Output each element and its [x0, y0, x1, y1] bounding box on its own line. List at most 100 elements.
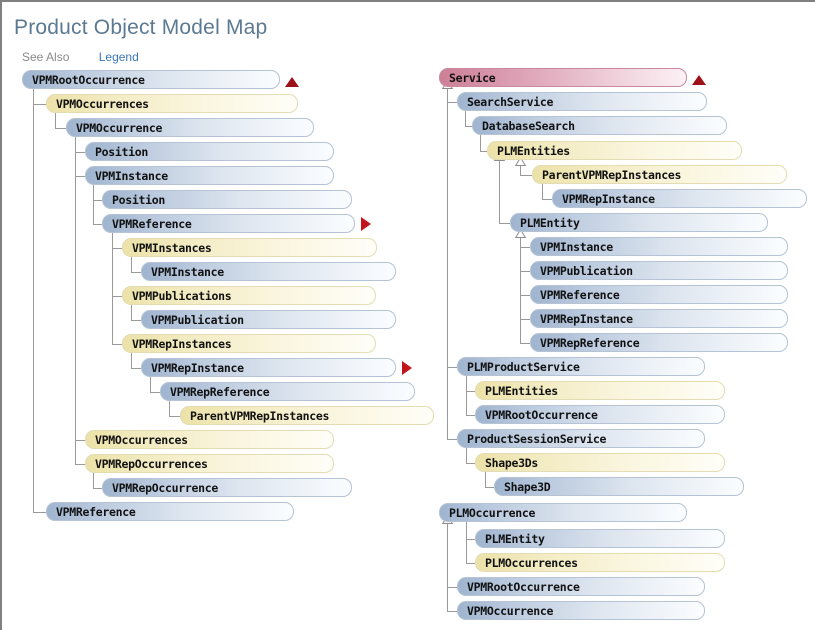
connector-line	[131, 320, 141, 321]
connector-line	[447, 611, 457, 612]
connector-line	[112, 296, 122, 297]
tree-node[interactable]: VPMPublications	[122, 286, 376, 305]
tree-node[interactable]: VPMOccurrence	[66, 118, 314, 137]
connector-line	[131, 368, 141, 369]
connector-line	[465, 126, 472, 127]
connector-line	[447, 439, 457, 440]
collapse-triangle-icon[interactable]	[692, 75, 706, 85]
connector-line	[131, 344, 132, 368]
tree-node[interactable]: VPMInstance	[530, 237, 788, 256]
tree-node[interactable]: VPMRootOccurrence	[475, 405, 725, 424]
connector-line	[150, 368, 151, 392]
connector-line	[466, 463, 475, 464]
tree-node[interactable]: VPMRepInstances	[122, 334, 376, 353]
connector-line	[169, 416, 180, 417]
tree-node[interactable]: DatabaseSearch	[472, 116, 727, 135]
tree-node[interactable]: VPMOccurrence	[457, 601, 705, 620]
legend-link[interactable]: Legend	[98, 50, 139, 64]
connector-line	[520, 247, 530, 248]
tree-node[interactable]: VPMInstance	[85, 166, 334, 185]
tree-node[interactable]: VPMInstances	[122, 238, 377, 257]
inheritance-arrow-icon	[515, 157, 526, 166]
connector-line	[131, 272, 141, 273]
tree-node[interactable]: VPMRepInstance	[141, 358, 396, 377]
connector-line	[112, 248, 122, 249]
connector-line	[485, 487, 494, 488]
expand-triangle-icon[interactable]	[361, 217, 371, 231]
tree-node[interactable]: ParentVPMRepInstances	[180, 406, 434, 425]
connector-line	[75, 152, 85, 153]
connector-line	[542, 175, 543, 199]
connector-line	[499, 152, 500, 223]
connector-line	[520, 343, 530, 344]
tree-node[interactable]: VPMPublication	[530, 261, 788, 280]
tree-node[interactable]: Shape3Ds	[475, 453, 725, 472]
tree-node[interactable]: PLMEntities	[487, 141, 742, 160]
connector-line	[466, 563, 475, 564]
tree-node[interactable]: VPMRepOccurrence	[102, 478, 352, 497]
connector-line	[447, 521, 448, 611]
connector-line	[33, 104, 46, 105]
tree-node[interactable]: VPMRepInstance	[552, 189, 807, 208]
tree-node[interactable]: VPMRepOccurrences	[85, 454, 334, 473]
connector-line	[112, 224, 113, 344]
connector-line	[447, 367, 457, 368]
tree-node[interactable]: ParentVPMRepInstances	[532, 165, 787, 184]
connector-line	[447, 86, 448, 439]
connector-line	[447, 102, 457, 103]
tree-node[interactable]: VPMReference	[102, 214, 355, 233]
tree-node[interactable]: Service	[439, 68, 687, 87]
connector-line	[150, 392, 160, 393]
tree-node[interactable]: VPMReference	[530, 285, 788, 304]
collapse-triangle-icon[interactable]	[285, 77, 299, 87]
tree-node[interactable]: VPMOccurrences	[85, 430, 334, 449]
connector-line	[131, 296, 132, 320]
tree-node[interactable]: PLMEntity	[510, 213, 768, 232]
connector-line	[93, 464, 94, 488]
connector-line	[93, 224, 102, 225]
connector-line	[520, 229, 521, 343]
connector-line	[466, 391, 475, 392]
tree-node[interactable]: VPMReference	[46, 502, 294, 521]
connector-line	[520, 271, 530, 272]
connector-line	[33, 512, 46, 513]
tree-node[interactable]: PLMOccurrence	[439, 503, 687, 522]
connector-line	[112, 344, 122, 345]
tree-node[interactable]: PLMOccurrences	[475, 553, 725, 572]
connector-line	[75, 440, 85, 441]
tree-node[interactable]: Shape3D	[494, 477, 744, 496]
tree-node[interactable]: VPMPublication	[141, 310, 396, 329]
connector-line	[542, 199, 552, 200]
tree-node[interactable]: PLMProductService	[457, 357, 705, 376]
link-bar: See Also Legend	[22, 50, 139, 64]
connector-line	[55, 104, 56, 128]
tree-node[interactable]: VPMRepInstance	[530, 309, 788, 328]
tree-node[interactable]: VPMRootOccurrence	[22, 70, 280, 89]
tree-node[interactable]: PLMEntities	[475, 381, 725, 400]
tree-node[interactable]: PLMEntity	[475, 529, 725, 548]
connector-line	[485, 463, 486, 487]
connector-line	[466, 513, 467, 563]
connector-line	[33, 80, 34, 512]
connector-line	[480, 126, 481, 151]
connector-line	[466, 539, 475, 540]
tree-node[interactable]: VPMRootOccurrence	[457, 577, 705, 596]
tree-node[interactable]: Position	[85, 142, 334, 161]
tree-node[interactable]: SearchService	[457, 92, 707, 111]
connector-line	[93, 488, 102, 489]
tree-node[interactable]: ProductSessionService	[457, 429, 705, 448]
connector-line	[75, 128, 76, 464]
connector-line	[93, 200, 102, 201]
tree-node[interactable]: VPMRepReference	[530, 333, 788, 352]
tree-node[interactable]: VPMRepReference	[160, 382, 415, 401]
tree-node[interactable]: VPMInstance	[141, 262, 396, 281]
connector-line	[480, 151, 487, 152]
connector-line	[75, 464, 85, 465]
connector-line	[465, 102, 466, 126]
expand-triangle-icon[interactable]	[402, 361, 412, 375]
tree-node[interactable]: VPMOccurrences	[46, 94, 298, 113]
see-also-label: See Also	[22, 50, 70, 64]
tree-node[interactable]: Position	[102, 190, 352, 209]
connector-line	[447, 587, 457, 588]
